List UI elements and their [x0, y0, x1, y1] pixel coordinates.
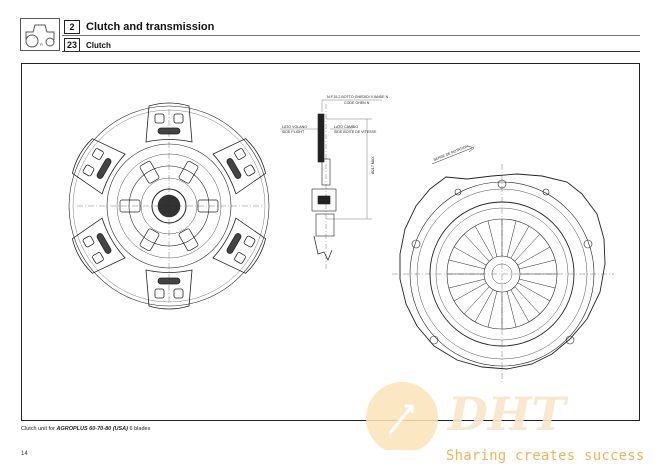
annotation-gearbox-side: LATO CAMBIO — [334, 125, 358, 129]
annotation-code-2: CODE OHEN N — [344, 101, 370, 105]
svg-text:R: R — [40, 42, 43, 47]
brand-watermark: DHT — [366, 382, 569, 450]
annotation-flywheel-side-en: SIDE FLIGHT — [282, 130, 305, 134]
annotation-rotation: SENSE DE ROTATION — [433, 144, 469, 162]
figure-caption: Clutch unit for AGROPLUS 60-70-80 (USA) … — [21, 426, 151, 432]
clutch-disc-view — [68, 102, 270, 310]
clutch-cross-section — [280, 99, 382, 269]
annotation-code: N.F.15.2 BOTTO GHEDIDI II IANDE N — [327, 95, 389, 99]
clutch-drawing: N.F.15.2 BOTTO GHEDIDI II IANDE N CODE O… — [68, 95, 614, 384]
annotation-diameter: Ø217 MAX — [371, 156, 375, 174]
header-divider — [62, 35, 640, 36]
subheader-divider — [62, 51, 640, 52]
subsection-number-badge: 23 — [64, 38, 80, 52]
page-number: 14 — [21, 451, 28, 457]
brand-slogan: Sharing creates success — [446, 448, 645, 464]
subsection-title: Clutch — [86, 41, 111, 50]
section-number-badge: 2 — [64, 20, 80, 34]
annotation-flywheel-side: LATO VOLANO — [282, 125, 307, 129]
tractor-icon: R — [20, 18, 60, 51]
section-title: Clutch and transmission — [86, 21, 215, 33]
annotation-gearbox-side-fr: SIDE BOITE DE VITESSE — [334, 130, 377, 134]
brand-logo-text: DHT — [446, 387, 569, 441]
clutch-figure: N.F.15.2 BOTTO GHEDIDI II IANDE N CODE O… — [21, 63, 640, 421]
pressure-plate-view — [392, 145, 614, 384]
